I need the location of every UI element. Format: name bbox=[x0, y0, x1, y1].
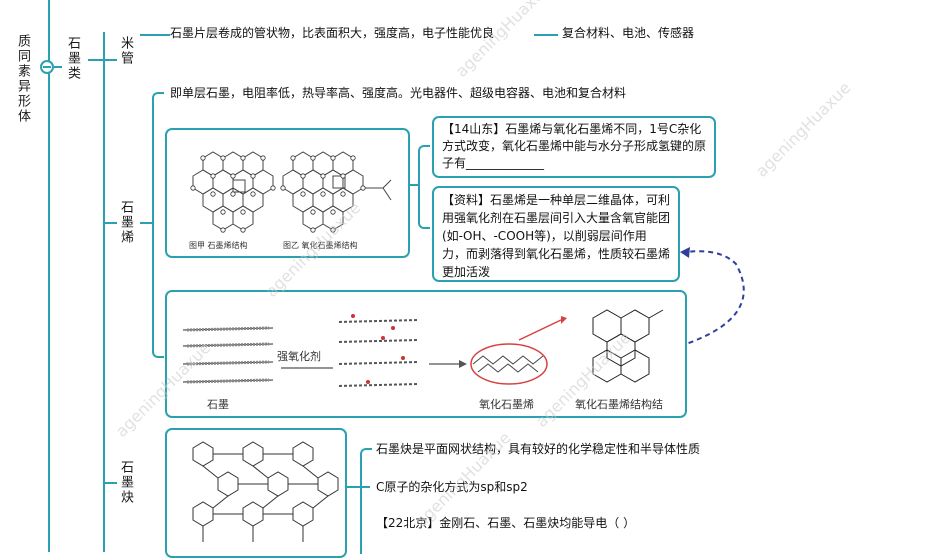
graphyne-line2-tick bbox=[360, 486, 370, 488]
node-graphene: 石墨烯 bbox=[118, 200, 133, 245]
toggle-dash bbox=[43, 66, 51, 68]
node-nanotube: 米管 bbox=[118, 36, 133, 66]
graphyne-structure-figure bbox=[192, 441, 339, 542]
label-graphite: 石墨 bbox=[207, 398, 229, 411]
caption-graphene: 图甲 石墨烯结构 bbox=[189, 241, 248, 250]
graphyne-connector bbox=[103, 482, 117, 484]
nanotube-line-left bbox=[140, 34, 170, 36]
nanotube-line-right bbox=[534, 34, 558, 36]
graphyne-bracket bbox=[360, 448, 372, 554]
sub-spine bbox=[103, 32, 105, 552]
graphene-connector bbox=[103, 222, 117, 224]
graphene-bracket-mid bbox=[140, 222, 152, 224]
graphyne-figure-box bbox=[165, 428, 347, 558]
dashed-arrow bbox=[679, 247, 745, 347]
question-box: 【14山东】石墨烯与氧化石墨烯不同，1号C杂化方式改变，氧化石墨烯中能与水分子形… bbox=[432, 116, 716, 178]
label-oxidant: 强氧化剂 bbox=[277, 350, 321, 363]
label-graphene-oxide: 氧化石墨烯 bbox=[479, 398, 534, 411]
question-text: 【14山东】石墨烯与氧化石墨烯不同，1号C杂化方式改变，氧化石墨烯中能与水分子形… bbox=[442, 122, 707, 170]
process-figure bbox=[182, 309, 664, 387]
watermark-2: ageningHuaxue bbox=[751, 78, 855, 181]
graphyne-bracket-mid bbox=[347, 486, 360, 488]
branch-label: 石墨类 bbox=[65, 36, 80, 81]
graphene-desc: 即单层石墨，电阻率低，热导率高、强度高。光电器件、超级电容器、电池和复合材料 bbox=[170, 86, 627, 100]
info-text: 【资料】石墨烯是一种单层二维晶体，可利用强氧化剂在石墨层间引入大量含氧官能团(如… bbox=[442, 193, 671, 279]
graphyne-line2: C原子的杂化方式为sp和sp2 bbox=[376, 480, 528, 494]
process-figure-box: 石墨 强氧化剂 氧化石墨烯 氧化石墨烯结构结 bbox=[165, 290, 687, 418]
nanotube-desc: 石墨片层卷成的管状物，比表面积大，强度高，电子性能优良 bbox=[170, 26, 495, 40]
sub-connector bbox=[88, 59, 104, 61]
graphyne-line3: 【22北京】金刚石、石墨、石墨炔均能导电（ ） bbox=[376, 516, 636, 530]
question-bracket bbox=[418, 145, 430, 229]
question-bracket-mid bbox=[410, 184, 418, 186]
graphene-structure-figure bbox=[190, 151, 392, 233]
branch-connector bbox=[54, 66, 62, 68]
graphene-bracket bbox=[152, 92, 164, 358]
nanotube-uses: 复合材料、电池、传感器 bbox=[562, 26, 695, 40]
info-box: 【资料】石墨烯是一种单层二维晶体，可利用强氧化剂在石墨层间引入大量含氧官能团(如… bbox=[432, 186, 680, 282]
spine-line bbox=[48, 0, 50, 552]
graphyne-line1: 石墨炔是平面网状结构，具有较好的化学稳定性和半导体性质 bbox=[376, 442, 701, 456]
caption-graphene-oxide: 图乙 氧化石墨烯结构 bbox=[283, 241, 358, 250]
nanotube-connector bbox=[103, 59, 117, 61]
root-label: 质同素异形体 bbox=[15, 34, 30, 124]
label-go-structure: 氧化石墨烯结构结 bbox=[575, 398, 663, 411]
structure-figure-box: 图甲 石墨烯结构 图乙 氧化石墨烯结构 bbox=[165, 128, 410, 258]
node-graphyne: 石墨炔 bbox=[118, 460, 133, 505]
